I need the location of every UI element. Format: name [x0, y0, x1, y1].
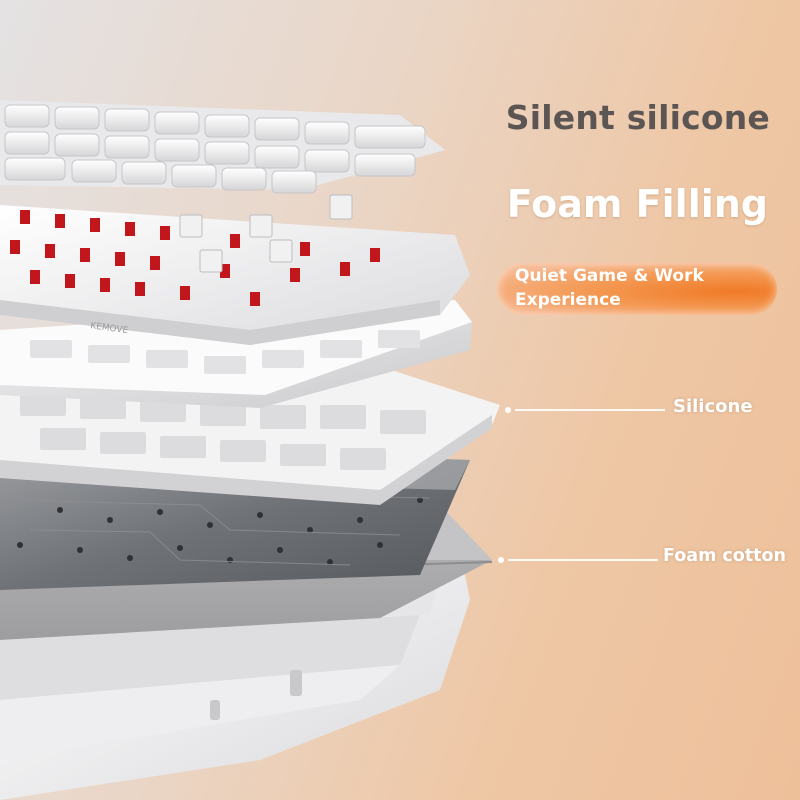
silicone-callout-label: Silicone [673, 396, 753, 417]
keycap-layer [0, 100, 445, 194]
switch-layer: KEMOVE [0, 194, 470, 345]
silent-silicone-heading: Silent silicone [505, 98, 770, 137]
silicone-callout-line [515, 409, 665, 411]
pill-line-1: Quiet Game & Work [515, 266, 704, 286]
silicone-callout-dot [505, 407, 511, 413]
foam-cotton-callout-label: Foam cotton [663, 546, 787, 566]
foam-cotton-callout-dot [498, 557, 504, 563]
foam-filling-heading: Foam Filling [506, 182, 768, 226]
feature-pill: Quiet Game & Work Experience [497, 263, 777, 315]
pill-line-2: Experience [515, 290, 621, 310]
foam-cotton-callout-line [508, 559, 658, 561]
